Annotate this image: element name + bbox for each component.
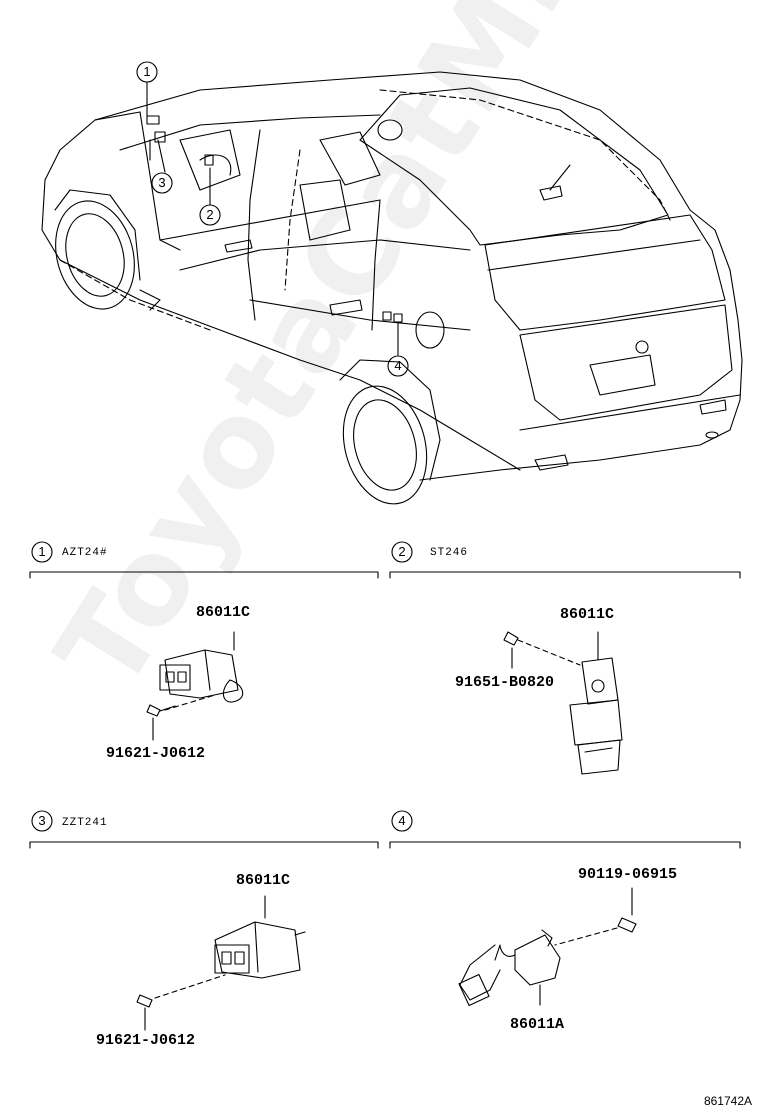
section-3-model: ZZT241 <box>62 817 108 829</box>
section-2-model: ST246 <box>430 547 469 559</box>
section-2-number: 2 <box>398 544 406 559</box>
section-3-number: 3 <box>38 813 46 828</box>
section-4-part-main: 86011A <box>510 1016 565 1033</box>
section-2-part-bolt: 91651-B0820 <box>455 674 555 691</box>
section-3-sensor <box>136 895 306 1031</box>
section-1-sensor <box>146 631 244 741</box>
car-illustration <box>41 71 743 505</box>
section-1-number: 1 <box>38 544 46 559</box>
section-1-part-main: 86011C <box>196 604 251 621</box>
callout-2: 2 <box>206 207 214 222</box>
section-4-number: 4 <box>398 813 406 828</box>
section-1-part-bolt: 91621-J0612 <box>106 745 206 762</box>
section-3-part-main: 86011C <box>236 872 291 889</box>
section-3-part-bolt: 91621-J0612 <box>96 1032 196 1049</box>
section-4-part-bolt: 90119-06915 <box>578 866 678 883</box>
section-headers <box>29 541 741 849</box>
car-callouts <box>136 61 409 377</box>
section-2-part-main: 86011C <box>560 606 615 623</box>
section-2-sensor <box>503 631 623 775</box>
callout-4: 4 <box>394 358 402 373</box>
section-4-sensor <box>458 887 637 1007</box>
callout-3: 3 <box>158 175 166 190</box>
diagram-code: 861742A <box>703 1094 752 1108</box>
callout-1: 1 <box>143 64 151 79</box>
section-1-model: AZT24# <box>62 547 108 559</box>
